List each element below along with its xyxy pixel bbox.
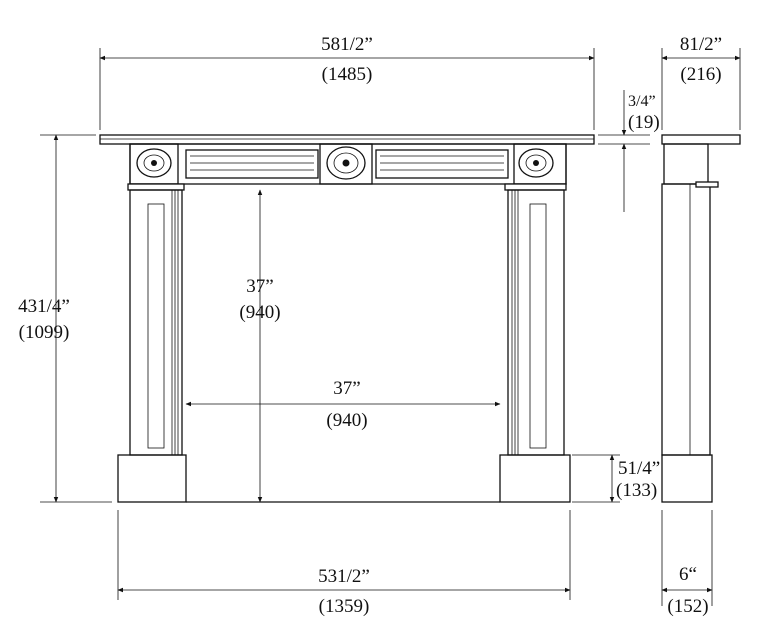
pilaster-right [507,189,565,456]
rosette-right-icon [518,148,554,178]
overall-width-imperial: 581/2” [321,34,373,55]
frieze-panel-right [375,149,509,179]
rosette-block-center [319,143,373,185]
plinth-height-imperial: 51/4” [618,458,660,479]
base-width-metric: (1359) [319,596,370,617]
plinth-left [117,454,187,503]
frieze-panel-left [185,149,319,179]
leg-depth-metric: (152) [667,596,708,617]
depth-metric: (216) [680,64,721,85]
rosette-left-icon [136,148,172,178]
side-capital [695,181,719,188]
opening-width-imperial: 37” [333,378,360,399]
side-elevation [661,134,741,503]
plinth-right [499,454,571,503]
opening-height-imperial: 37” [246,276,273,297]
shelf-thickness-imperial: 3/4” [628,93,656,110]
front-elevation [99,134,595,503]
side-pilaster [661,183,711,456]
base-width-imperial: 531/2” [318,566,370,587]
mantel-shelf [99,134,595,145]
opening-width-metric: (940) [326,410,367,431]
shelf-thickness-metric: (19) [628,112,660,133]
rosette-center-icon [326,146,366,180]
plinth-height-metric: (133) [616,480,657,501]
overall-width-metric: (1485) [322,64,373,85]
overall-height-metric: (1099) [19,322,70,343]
pilaster-left [129,189,183,456]
side-plinth [661,454,713,503]
side-shelf [661,134,741,145]
side-frieze [663,143,709,185]
opening-height-metric: (940) [239,302,280,323]
capital-left [127,183,185,191]
overall-height-imperial: 431/4” [18,296,70,317]
capital-right [504,183,567,191]
depth-imperial: 81/2” [680,34,722,55]
leg-depth-imperial: 6“ [679,564,697,585]
